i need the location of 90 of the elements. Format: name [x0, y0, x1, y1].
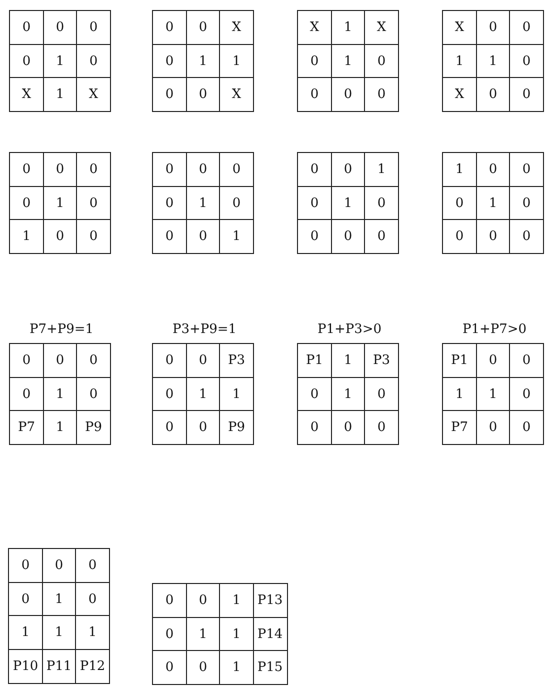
table-cell: X [442, 10, 477, 45]
table-cell: 0 [76, 186, 111, 220]
table-cell: 0 [8, 548, 43, 583]
table-cell: 0 [364, 376, 399, 412]
table-cell: 0 [186, 77, 220, 112]
condition-label: P1+P3>0 [316, 322, 383, 337]
table-cell: 0 [152, 410, 187, 445]
condition-label: P1+P7>0 [461, 322, 528, 337]
table-cell: 0 [186, 410, 220, 445]
table-cell: 0 [76, 10, 111, 45]
table-cell: 0 [9, 10, 44, 45]
table-cell: 0 [42, 219, 78, 254]
table-cell: 0 [152, 650, 187, 685]
table-cell: 0 [476, 410, 510, 445]
table-cell: P13 [252, 583, 288, 618]
table-cell: 1 [219, 376, 254, 412]
table-cell: 0 [364, 410, 399, 445]
table-cell: 0 [476, 77, 510, 112]
condition-label: P7+P9=1 [28, 322, 95, 337]
table-cell: 0 [297, 152, 332, 187]
table-cell: 1 [364, 152, 399, 187]
table-cell: 0 [442, 219, 477, 254]
table-cell: 0 [297, 410, 332, 445]
table-cell: 0 [330, 410, 366, 445]
table-cell: 0 [9, 343, 44, 378]
table-cell: P7 [9, 410, 44, 445]
table-cell: 0 [152, 152, 187, 187]
table-cell: 0 [509, 77, 544, 112]
table-cell: 0 [509, 376, 544, 412]
table-cell: 0 [152, 343, 187, 378]
table-cell: 0 [364, 44, 399, 78]
table-cell: 1 [9, 219, 44, 254]
table-cell: 0 [76, 219, 111, 254]
table-cell: 0 [509, 44, 544, 78]
table-cell: 0 [76, 152, 111, 187]
table-cell: 1 [442, 152, 477, 187]
table-cell: 0 [186, 219, 220, 254]
table-cell: 1 [8, 615, 43, 650]
table-cell: P3 [364, 343, 399, 378]
table-cell: X [442, 77, 477, 112]
table-cell: 1 [219, 650, 254, 685]
table-cell: X [364, 10, 399, 45]
table-cell: P9 [219, 410, 254, 445]
table-cell: X [76, 77, 111, 112]
table-cell: X [9, 77, 44, 112]
table-cell: 0 [509, 186, 544, 220]
table-cell: 0 [186, 650, 220, 685]
table-cell: P1 [297, 343, 332, 378]
table-cell: 0 [509, 152, 544, 187]
table-cell: 0 [76, 44, 111, 78]
table-cell: 0 [76, 376, 111, 412]
table-cell: X [297, 10, 332, 45]
condition-label: P3+P9=1 [171, 322, 238, 337]
table-cell: P3 [219, 343, 254, 378]
table-cell: 0 [297, 219, 332, 254]
table-cell: 0 [219, 186, 254, 220]
table-cell: 0 [509, 10, 544, 45]
table-cell: X [219, 77, 254, 112]
table-cell: 0 [152, 77, 187, 112]
table-cell: 0 [509, 219, 544, 254]
table-cell: 1 [219, 583, 254, 618]
table-cell: 1 [42, 410, 78, 445]
table-cell: 0 [509, 343, 544, 378]
table-cell: P9 [76, 410, 111, 445]
table-cell: 0 [152, 219, 187, 254]
table-cell: P1 [442, 343, 477, 378]
table-cell: 0 [476, 219, 510, 254]
table-cell: 1 [219, 44, 254, 78]
table-cell: 0 [9, 152, 44, 187]
table-cell: 0 [219, 152, 254, 187]
table-cell: X [219, 10, 254, 45]
table-cell: P15 [252, 650, 288, 685]
table-cell: 0 [75, 582, 110, 616]
table-cell: 0 [297, 77, 332, 112]
table-cell: P7 [442, 410, 477, 445]
table-cell: 0 [76, 343, 111, 378]
table-cell: 0 [364, 186, 399, 220]
table-cell: 0 [364, 77, 399, 112]
table-cell: 1 [219, 219, 254, 254]
table-cell: 1 [75, 615, 110, 650]
table-cell: 1 [42, 77, 78, 112]
table-cell: P12 [75, 648, 110, 684]
table-cell: 0 [364, 219, 399, 254]
table-cell: P10 [8, 648, 43, 684]
table-cell: 0 [330, 77, 366, 112]
table-cell: 0 [330, 219, 366, 254]
table-cell: 0 [152, 10, 187, 45]
table-cell: 0 [509, 410, 544, 445]
table-cell: 0 [152, 583, 187, 618]
table-cell: 0 [75, 548, 110, 583]
